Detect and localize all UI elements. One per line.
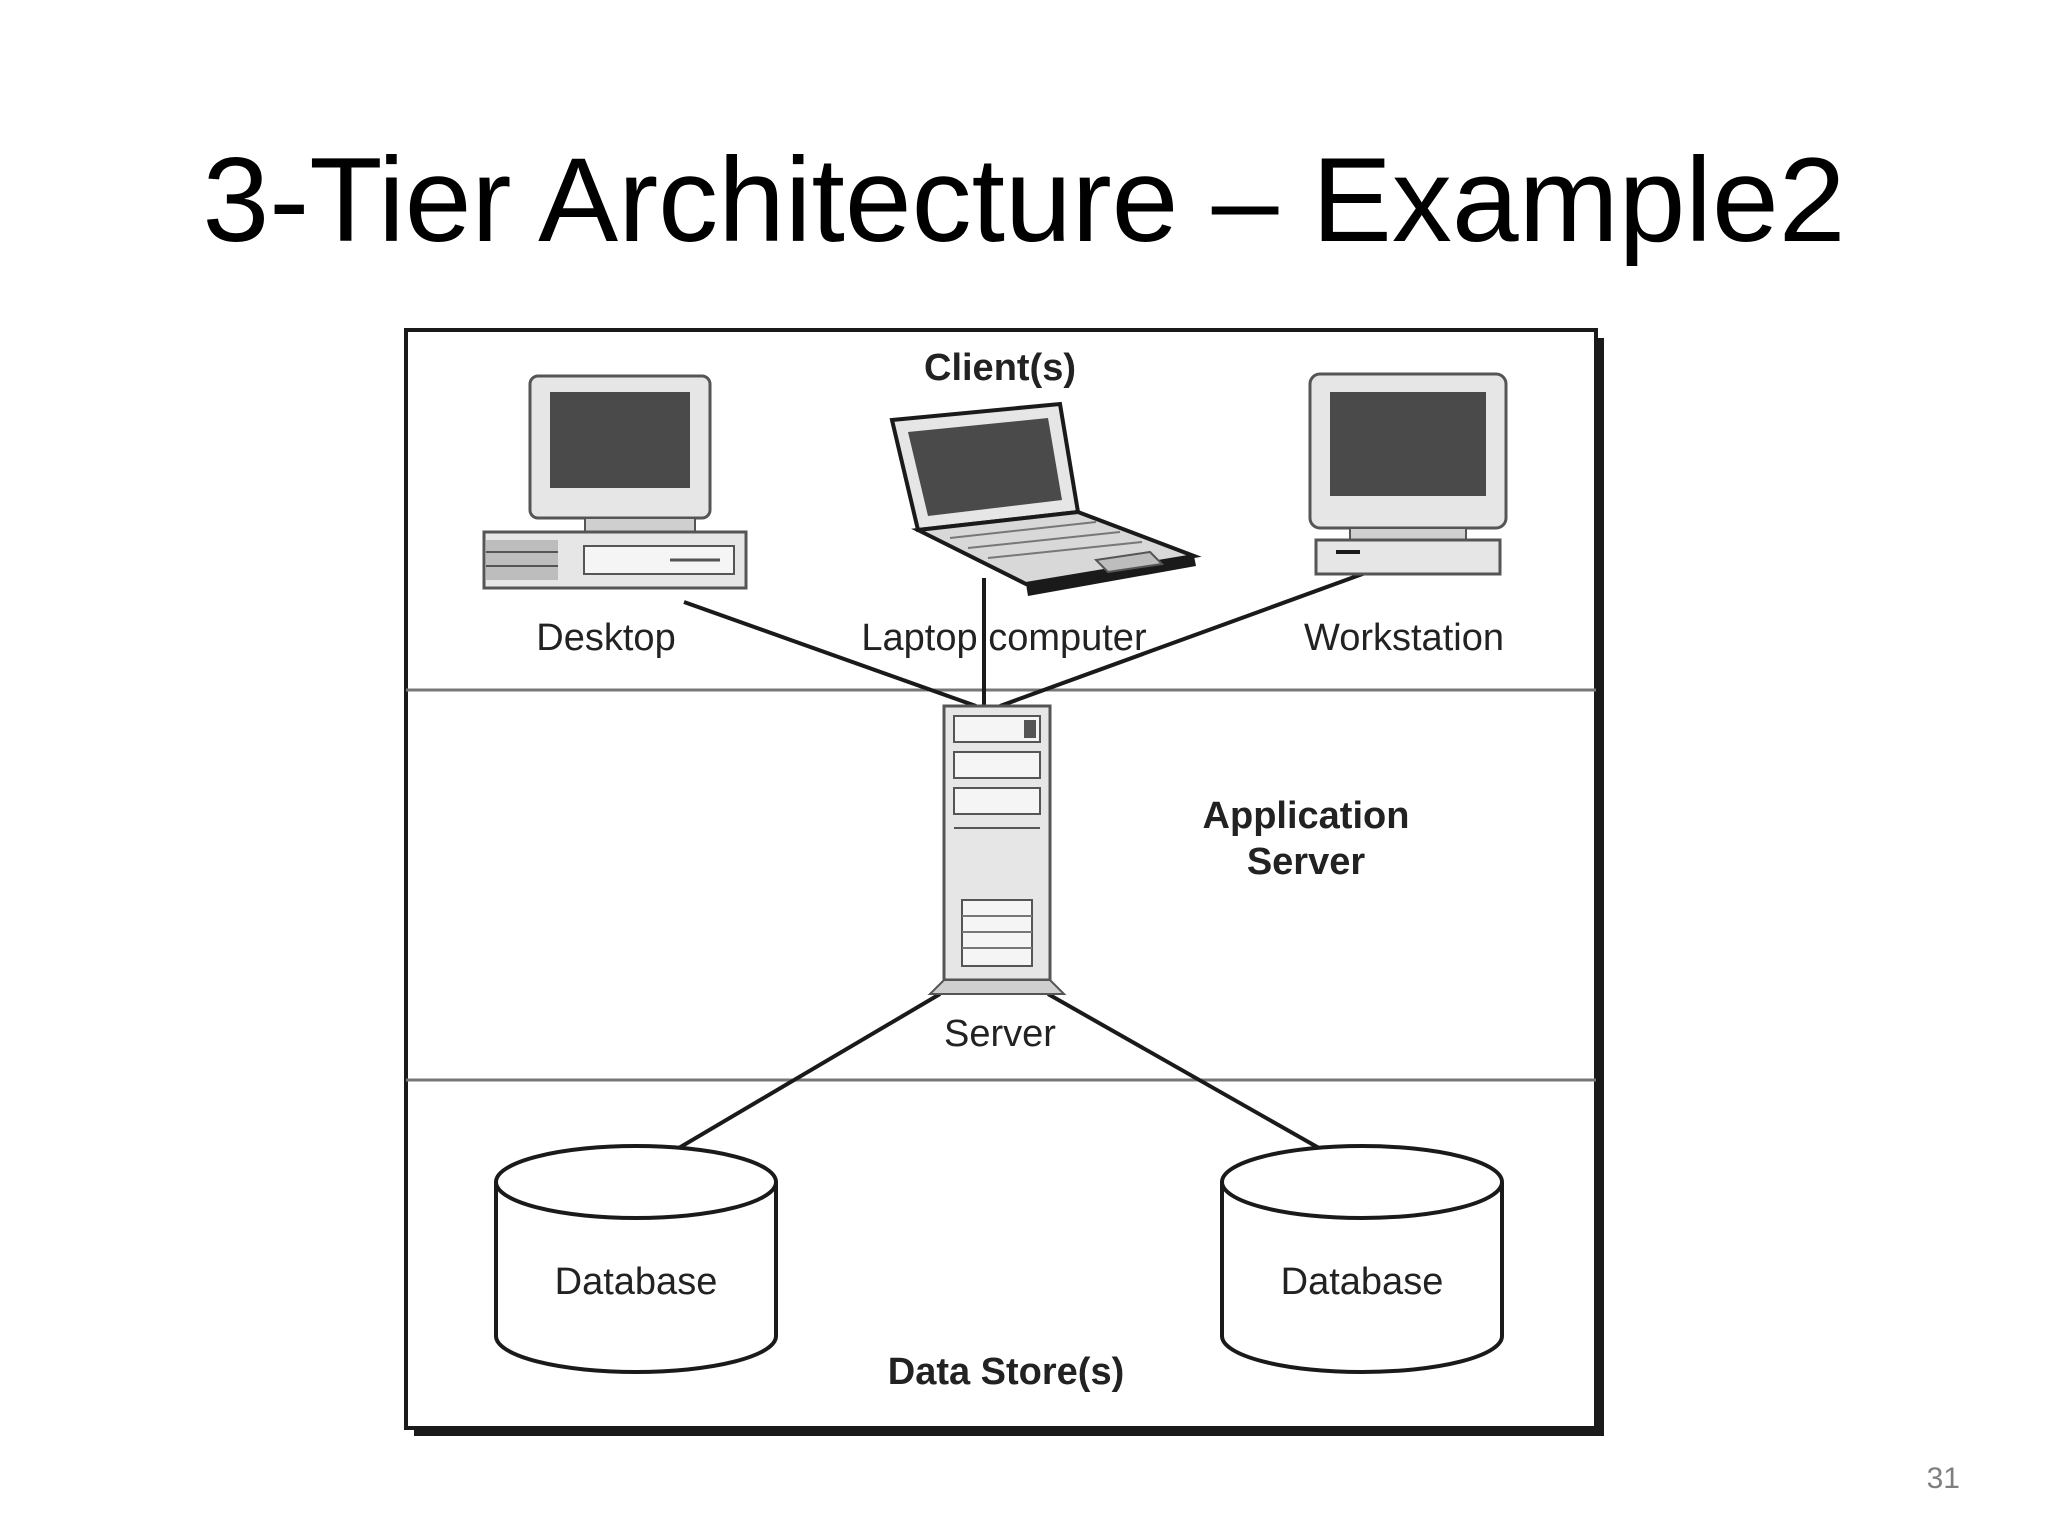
tier-label-client: Client(s) bbox=[924, 347, 1076, 389]
node-label-server: Server bbox=[944, 1013, 1056, 1055]
link-workstation-server bbox=[999, 570, 1369, 708]
link-server-database-right bbox=[1047, 992, 1327, 1154]
node-label-laptop: Laptop computer bbox=[861, 617, 1147, 659]
tier-label-application-line2: Server bbox=[1247, 841, 1366, 883]
database-right-icon bbox=[1220, 1144, 1504, 1374]
slide-title: 3-Tier Architecture – Example2 bbox=[202, 133, 1846, 267]
node-label-workstation: Workstation bbox=[1304, 617, 1504, 659]
workstation-icon bbox=[1308, 372, 1508, 576]
node-label-database-left: Database bbox=[555, 1261, 718, 1303]
link-desktop-server bbox=[683, 600, 977, 708]
tier-label-data: Data Store(s) bbox=[888, 1351, 1125, 1393]
database-left-icon bbox=[494, 1144, 778, 1374]
server-icon bbox=[927, 704, 1067, 995]
node-label-database-right: Database bbox=[1281, 1261, 1444, 1303]
link-server-database-left bbox=[670, 992, 942, 1154]
laptop-icon bbox=[889, 401, 1202, 596]
desktop-icon bbox=[482, 374, 748, 590]
page-number: 31 bbox=[1926, 1462, 1960, 1495]
tier-label-application-line1: Application bbox=[1203, 795, 1410, 837]
node-label-desktop: Desktop bbox=[536, 617, 675, 659]
connection-lines bbox=[670, 570, 1369, 1154]
